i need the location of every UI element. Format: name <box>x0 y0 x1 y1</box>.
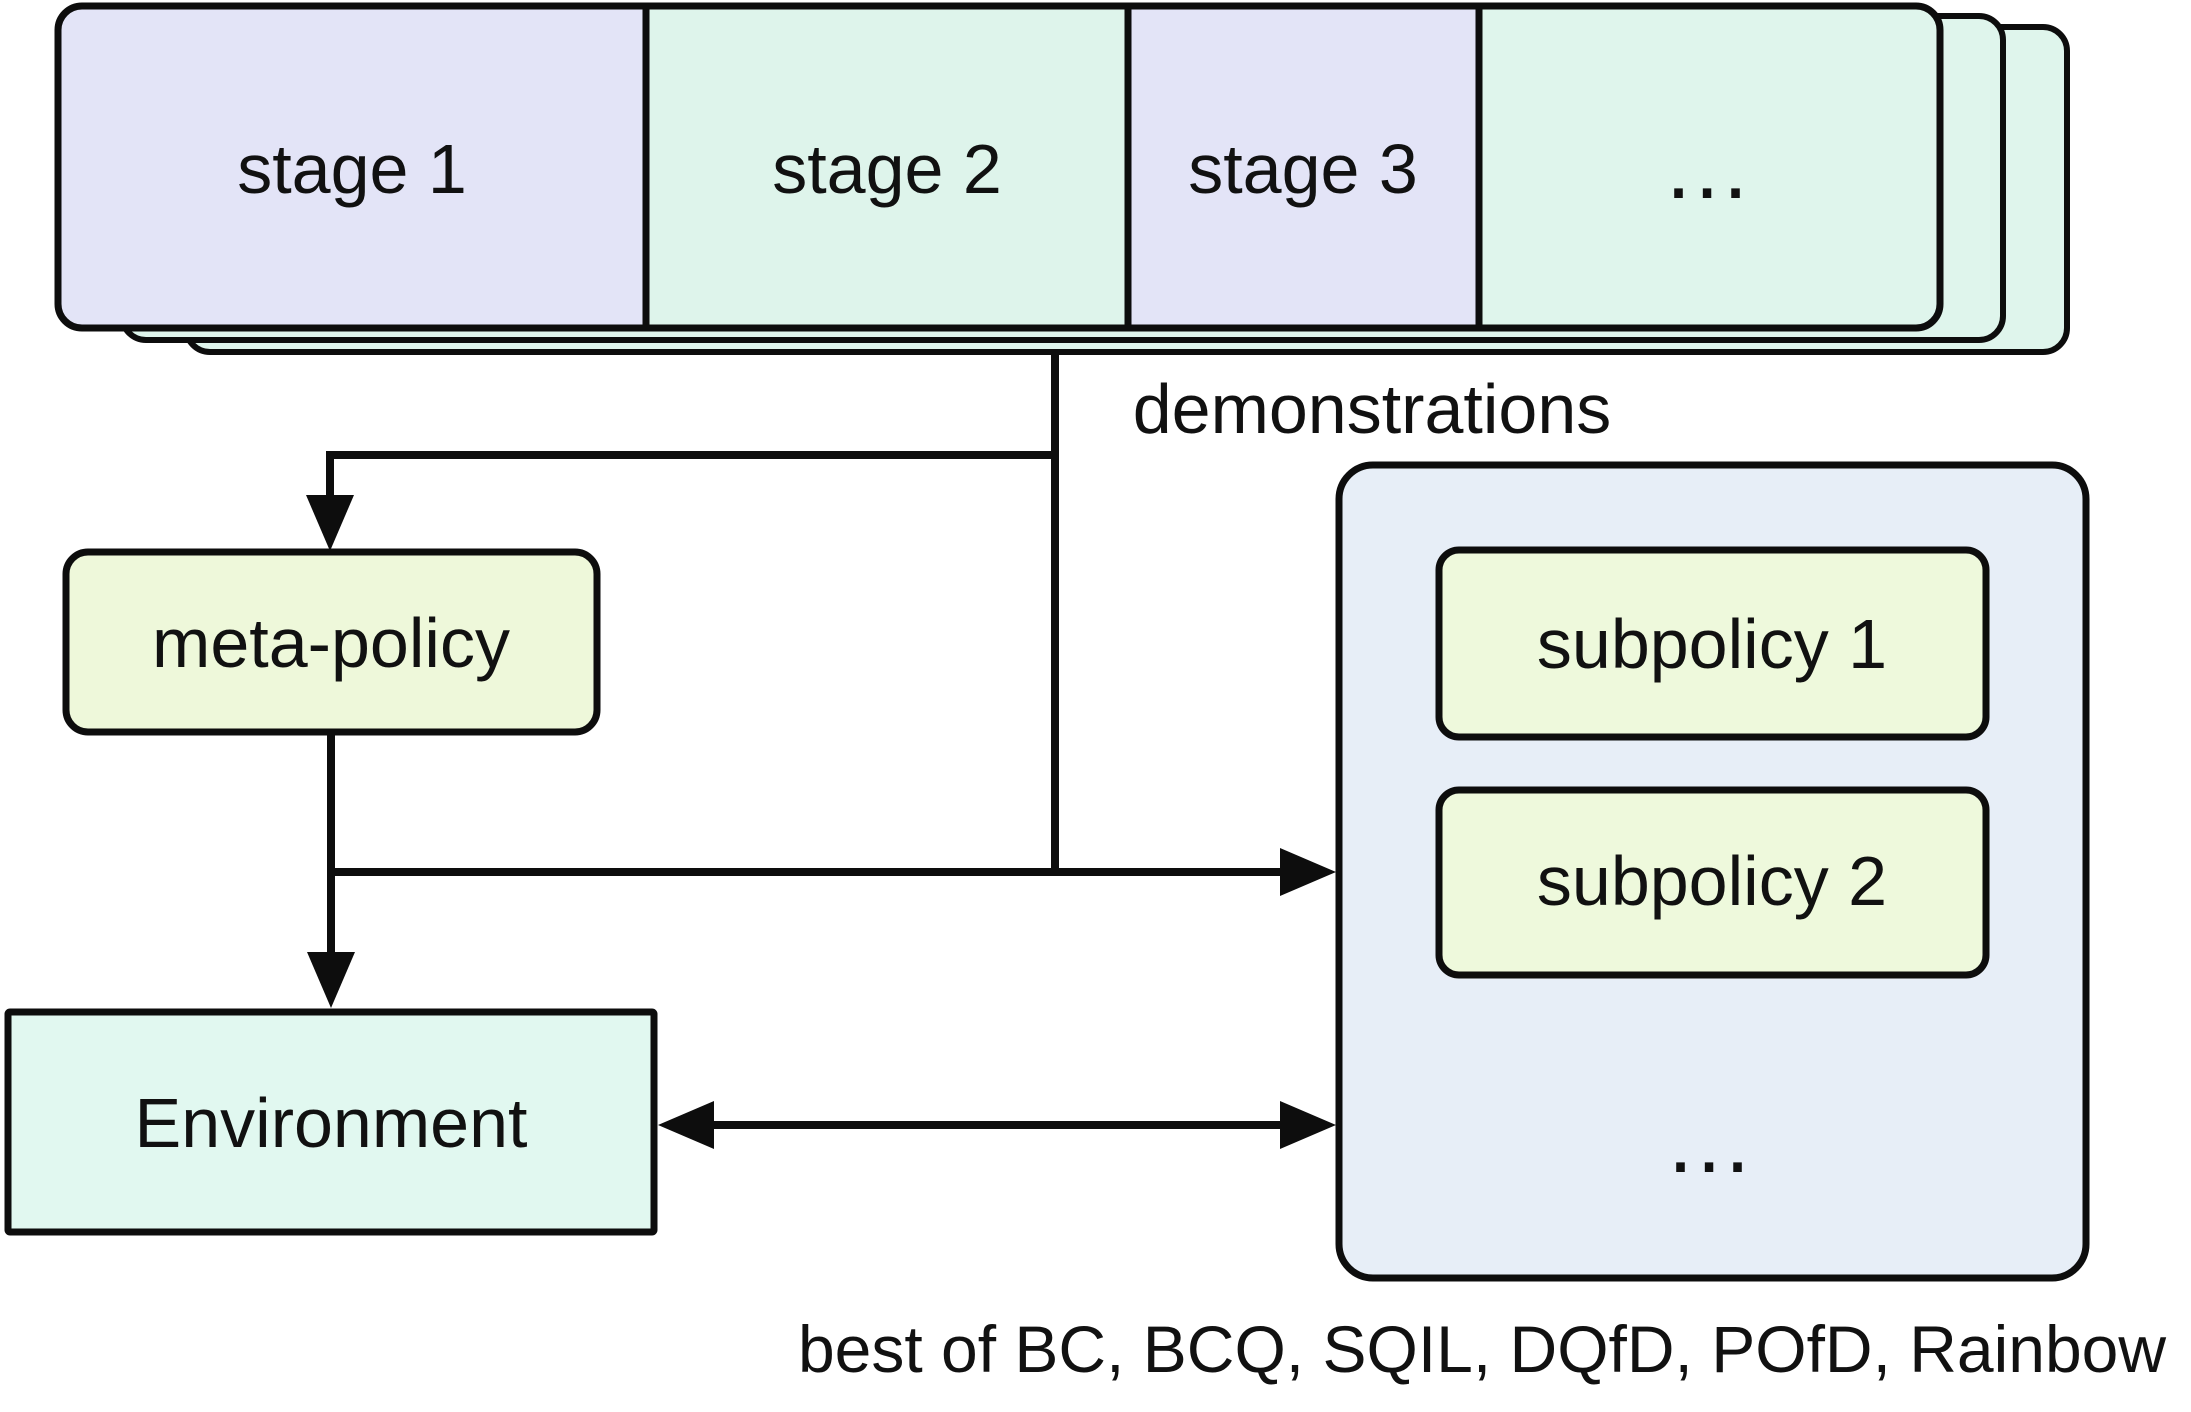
branch-to-meta-policy-line <box>326 451 1059 497</box>
stage-3-label: stage 3 <box>1188 130 1418 208</box>
arrowhead-into-subpolicies <box>1280 848 1336 896</box>
subpolicy-more-label: … <box>1664 1092 1760 1192</box>
stage-more-label: … <box>1662 118 1758 218</box>
meta-policy-box <box>62 548 601 736</box>
stage-2-segment <box>646 6 1128 328</box>
demonstration-stack: stage 1 stage 2 stage 3 … <box>54 2 2070 355</box>
subpolicy-1-box <box>1435 546 1990 741</box>
arrowhead-into-environment-right <box>658 1101 714 1149</box>
connectors <box>306 300 1336 1149</box>
demo-stack-front-segments <box>58 6 1940 328</box>
subpolicy-2-box <box>1435 786 1990 979</box>
demonstrations-label: demonstrations <box>1133 370 1612 448</box>
caption-label: best of BC, BCQ, SQIL, DQfD, POfD, Rainb… <box>798 1312 2166 1386</box>
meta-policy-node: meta-policy <box>62 548 601 736</box>
environment-label: Environment <box>135 1084 528 1162</box>
environment-box <box>4 1008 658 1236</box>
arrowhead-into-subpolicies-left <box>1280 1101 1336 1149</box>
stage-2-label: stage 2 <box>772 130 1002 208</box>
arrowhead-into-meta-policy <box>306 495 354 551</box>
stage-1-segment <box>58 6 646 328</box>
meta-policy-label: meta-policy <box>152 604 510 682</box>
subpolicy-2-label: subpolicy 2 <box>1537 842 1887 920</box>
arrowhead-into-environment <box>307 952 355 1008</box>
subpolicy-1-label: subpolicy 1 <box>1537 605 1887 683</box>
stage-1-label: stage 1 <box>237 130 467 208</box>
demo-stack-front-outline <box>54 2 1944 332</box>
environment-node: Environment <box>4 1008 658 1236</box>
stage-more-segment <box>1479 6 1940 328</box>
subpolicy-container: subpolicy 1 subpolicy 2 … <box>1335 461 2090 1282</box>
stage-3-segment <box>1128 6 1479 328</box>
